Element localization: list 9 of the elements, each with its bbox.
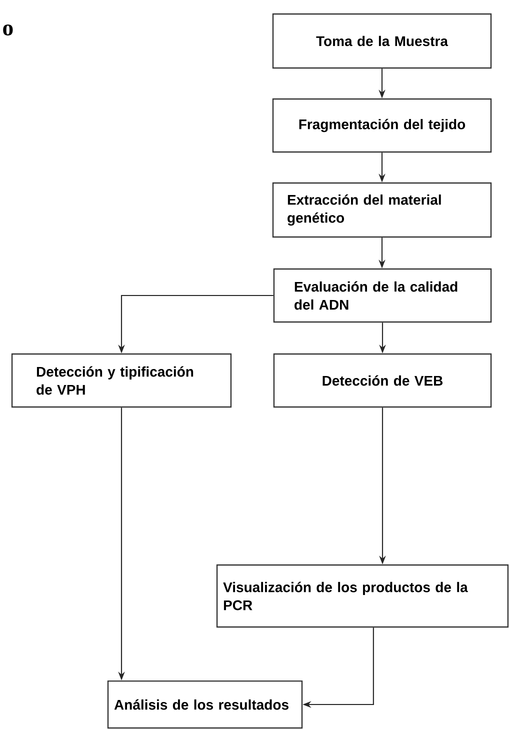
process-box: Fragmentación del tejido [272, 98, 492, 153]
process-box: Detección de VEB [273, 353, 492, 408]
cut-letter: o [3, 24, 13, 36]
process-box: Extracción del material genético [272, 182, 492, 238]
process-box: Evaluación de la calidad del ADN [273, 268, 492, 323]
process-box: Detección y tipificación de VPH [11, 353, 232, 408]
process-box: Visualización de los productos de la PCR [216, 564, 509, 628]
process-box: Análisis de los resultados [107, 680, 303, 729]
process-box: Toma de la Muestra [272, 13, 492, 69]
